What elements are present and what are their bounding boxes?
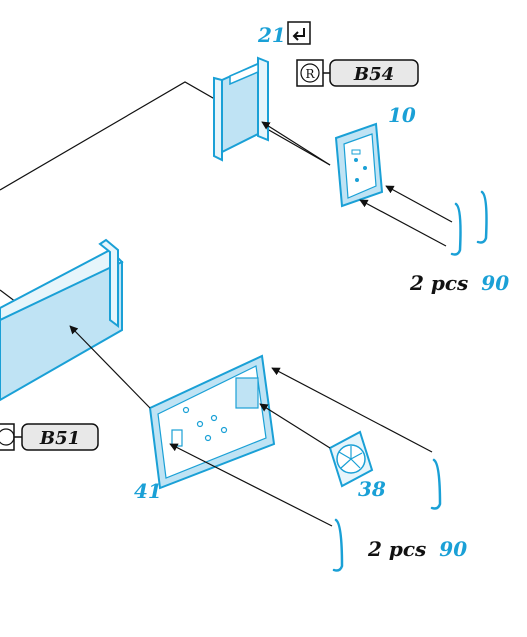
svg-text:R: R (305, 67, 315, 81)
tag-b54-box (329, 59, 419, 87)
screws-bottom (332, 458, 442, 572)
label-part-21: 21 (257, 23, 286, 47)
registered-r-icon-bottom (0, 423, 15, 451)
screws-top (450, 190, 488, 256)
registered-r-icon-top: R (296, 59, 324, 87)
chassis-box (0, 238, 124, 402)
qty-top-number: 90 (481, 271, 509, 295)
panel-part-41 (148, 354, 276, 490)
label-tag-b51: B51 (39, 428, 80, 449)
qty-bottom-label: 2 pcs 90 (367, 537, 467, 561)
label-part-41: 41 (134, 479, 162, 503)
qty-bottom-number: 90 (439, 537, 467, 561)
qty-top-text: 2 pcs (409, 271, 468, 295)
qty-top-label: 2 pcs 90 (409, 271, 509, 295)
frame-lines (0, 81, 331, 306)
label-tag-b54: B54 (353, 64, 394, 85)
assembly-arrows (69, 121, 453, 527)
label-part-10: 10 (388, 103, 416, 127)
qty-bottom-text: 2 pcs (367, 537, 426, 561)
bracket-part-21 (213, 56, 269, 162)
return-arrow-icon (287, 21, 311, 45)
tag-b51-box (21, 423, 99, 451)
fan-part-38 (328, 430, 374, 488)
label-part-38: 38 (358, 477, 386, 501)
plate-part-10 (334, 122, 384, 208)
